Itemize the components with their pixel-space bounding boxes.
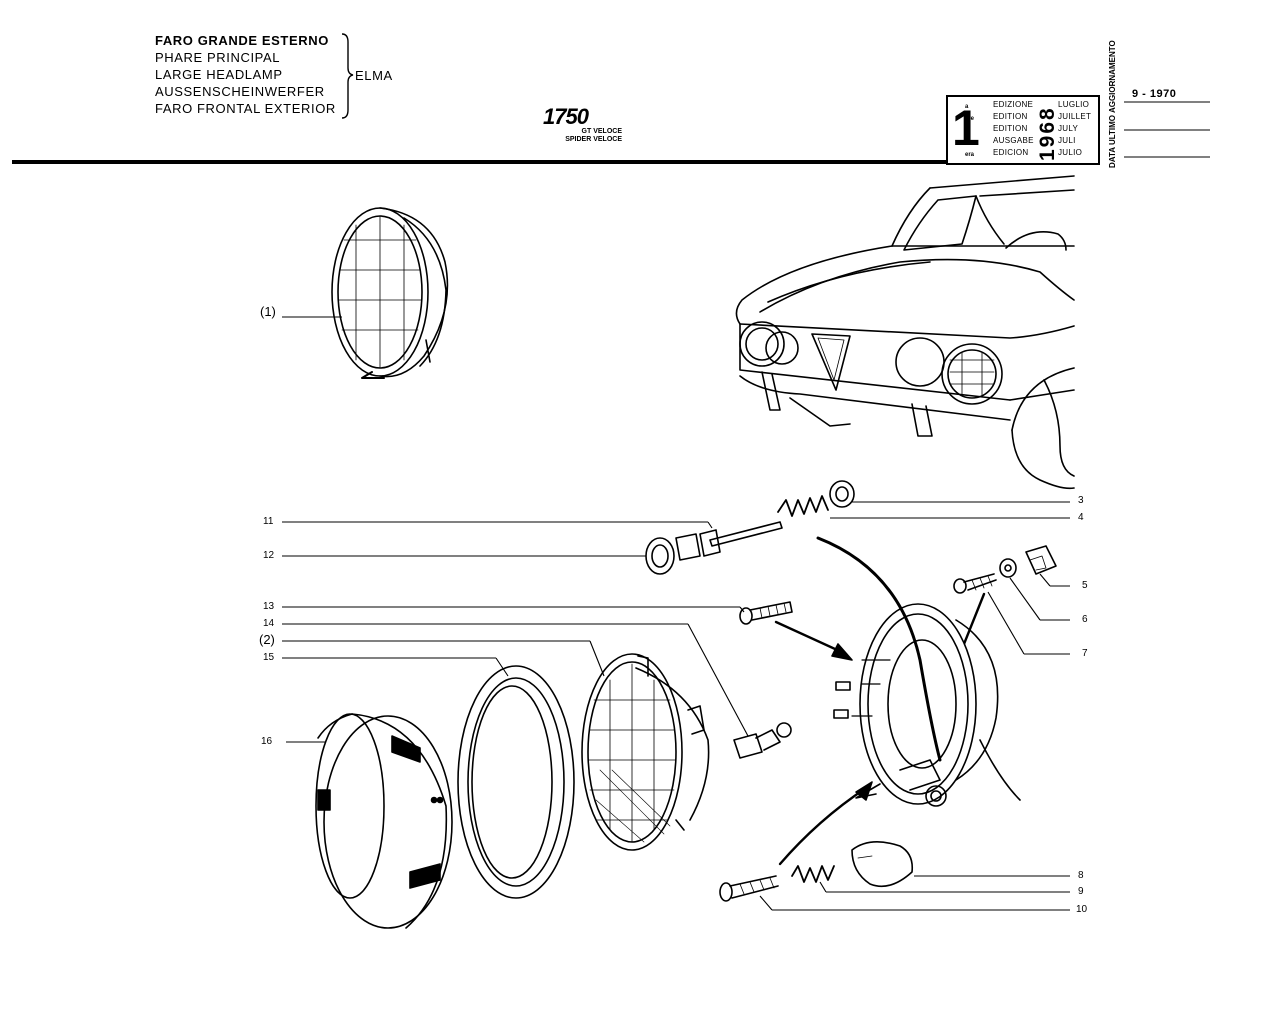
mounting-bucket (833, 603, 1021, 807)
title-german: AUSSENSCHEINWERFER (155, 84, 325, 99)
callout-7: 7 (1082, 648, 1088, 659)
callout-13: 13 (263, 601, 275, 612)
light-unit (581, 653, 710, 851)
adjuster-ring-and-spring (777, 480, 855, 517)
title-english: LARGE HEADLAMP (155, 67, 283, 82)
title-italian: FARO GRANDE ESTERNO (155, 33, 329, 48)
callout-1: (1) (260, 304, 276, 319)
callout-14: 14 (263, 618, 275, 629)
trim-ring (315, 713, 453, 929)
callout-15: 15 (263, 652, 275, 663)
update-lines (1124, 101, 1210, 158)
headlamp-assembly-illustration (331, 207, 449, 379)
edition-months: LUGLIO JUILLET JULY JULI JULIO (1058, 100, 1092, 157)
bulb-holder-14 (733, 722, 792, 759)
title-spanish: FARO FRONTAL EXTERIOR (155, 101, 336, 116)
callout-5: 5 (1082, 580, 1088, 591)
callout-11: 11 (263, 516, 274, 527)
callout-9: 9 (1078, 886, 1084, 897)
part-title-block: FARO GRANDE ESTERNO PHARE PRINCIPAL LARG… (155, 32, 336, 117)
callout-4: 4 (1078, 512, 1084, 523)
edition-box: 1 a ere st e era EDIZIONE EDITION EDITIO… (946, 95, 1100, 165)
title-bracket (341, 33, 354, 119)
clip-washer-screw-hardware (953, 545, 1057, 594)
edition-ordinals: a ere st e era (965, 104, 975, 158)
leader-lines (282, 316, 1070, 911)
callout-8: 8 (1078, 870, 1084, 881)
callout-6: 6 (1082, 614, 1088, 625)
model-label: 1750 (543, 104, 589, 129)
title-french: PHARE PRINCIPAL (155, 50, 281, 65)
callout-10: 10 (1076, 904, 1088, 915)
brand-label: ELMA (355, 68, 393, 83)
callout-3: 3 (1078, 495, 1084, 506)
mounting-screw-13 (739, 601, 793, 625)
callout-12: 12 (263, 550, 275, 561)
model-variant-spider: SPIDER VELOCE (565, 136, 622, 143)
lower-adjuster-hardware (719, 841, 914, 902)
seal-ring (457, 665, 575, 899)
callout-2: (2) (259, 632, 275, 647)
edition-words: EDIZIONE EDITION EDITION AUSGABE EDICION (993, 100, 1034, 157)
header-rule (12, 160, 1074, 164)
model-variant-gt: GT VELOCE (581, 128, 622, 135)
model-variants: GT VELOCE SPIDER VELOCE (560, 128, 622, 144)
update-value: 9 - 1970 (1132, 88, 1177, 100)
callout-16: 16 (261, 736, 273, 747)
car-front-illustration (735, 175, 1075, 490)
adjuster-screw-assembly (645, 521, 783, 575)
edition-number: 1 (952, 100, 980, 156)
